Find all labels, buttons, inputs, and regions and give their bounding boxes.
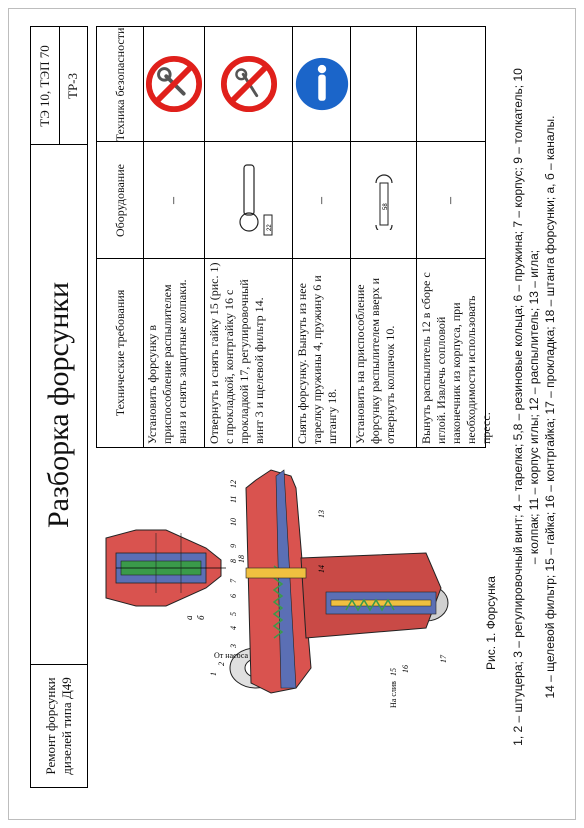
wrench-22-icon: 22	[238, 164, 273, 236]
label-a: а	[184, 615, 194, 620]
table-row: Установить на приспособление форсунку ра…	[351, 27, 417, 447]
page-title: Разборка форсунки	[31, 144, 87, 665]
equipment-cell: –	[165, 197, 181, 204]
injector-drawing: а б От насоса На слив 1	[105, 469, 449, 708]
table-row: Установить форсунку в приспособление рас…	[143, 27, 205, 447]
repair-type: ТР-3	[65, 73, 80, 99]
legend-line-1: 1, 2 – штуцера; 3 – регулировочный винт;…	[511, 68, 525, 746]
safety-cell	[205, 27, 292, 142]
requirement-text: Снять форсунку. Вынуть из нее тарелку пр…	[295, 275, 339, 444]
label-drain: На слив	[389, 681, 398, 708]
num-9: 9	[229, 544, 238, 548]
attention-icon	[295, 58, 348, 111]
injector-body	[229, 469, 449, 694]
num-5: 5	[229, 612, 238, 616]
num-18: 18	[237, 555, 246, 563]
model-cell: ТЭ 10, ТЭП 70 ТР-3	[31, 27, 87, 145]
equipment-cell: 58	[351, 142, 416, 259]
nozzle-detail: а б	[105, 529, 226, 620]
num-17: 17	[439, 654, 448, 663]
safety-cell	[143, 27, 204, 142]
num-1: 1	[209, 672, 218, 676]
table-row: Снять форсунку. Вынуть из нее тарелку пр…	[293, 27, 351, 447]
safety-cell	[417, 27, 485, 142]
subject-line2: дизелей типа Д49	[59, 677, 74, 775]
requirement-text: Установить форсунку в приспособление рас…	[145, 279, 189, 445]
equipment-cell: –	[313, 197, 329, 204]
part-numbers: 1 2 3 4 5 6 7 8 9 10 11 12 13 14 15 16 1…	[209, 480, 448, 676]
subject-cell: Ремонт форсунки дизелей типа Д49	[31, 664, 87, 787]
header-safety: Техника безопасности	[113, 27, 127, 142]
num-14: 14	[317, 565, 326, 573]
no-wrench-icon	[145, 56, 202, 113]
label-b: б	[196, 615, 206, 620]
figure-caption: Рис. 1. Форсунка	[484, 576, 498, 671]
equipment-cell: 22	[205, 142, 292, 259]
safety-cell	[293, 27, 350, 142]
legend-line-3: 14 – щелевой фильтр; 15 – гайка; 16 – ко…	[543, 115, 557, 699]
wrench-size-label: 58	[383, 203, 389, 210]
wrench-58-icon: 58	[374, 174, 393, 231]
header-equipment: Оборудование	[113, 164, 127, 237]
num-13: 13	[317, 510, 326, 518]
num-6: 6	[229, 594, 238, 598]
legend-line-2: – колпак; 11 – корпус иглы; 12 – распыли…	[527, 249, 541, 565]
subject-line1: Ремонт форсунки	[43, 677, 58, 775]
num-7: 7	[229, 578, 238, 583]
num-10: 10	[229, 518, 238, 526]
table-header-row: Технические требования Оборудование Техн…	[97, 27, 144, 447]
table-row: Отвернуть и снять гайку 15 (рис. 1) с пр…	[205, 27, 293, 447]
header-requirements: Технические требования	[113, 289, 127, 417]
num-11: 11	[229, 496, 238, 503]
no-wrench-icon	[220, 56, 277, 113]
requirement-text: Установить на приспособление форсунку ра…	[353, 277, 397, 444]
locomotive-models: ТЭ 10, ТЭП 70	[31, 27, 60, 145]
wrench-size-label: 22	[267, 224, 273, 231]
parts-legend: 1, 2 – штуцера; 3 – регулировочный винт;…	[510, 26, 558, 788]
num-15: 15	[389, 668, 398, 676]
table-row: Вынуть распылитель 12 в сборе с иглой. И…	[417, 27, 493, 447]
requirement-text: Вынуть распылитель 12 в сборе с иглой. И…	[419, 272, 493, 444]
num-12: 12	[229, 480, 238, 488]
safety-cell	[351, 27, 416, 142]
requirement-text: Отвернуть и снять гайку 15 (рис. 1) с пр…	[207, 262, 266, 444]
num-2: 2	[217, 662, 226, 666]
injector-figure: а б От насоса На слив 1	[96, 458, 486, 788]
equipment-cell: –	[443, 197, 458, 204]
steps-table: Технические требования Оборудование Техн…	[96, 26, 493, 448]
title-block: Ремонт форсунки дизелей типа Д49 Разборк…	[30, 26, 88, 788]
label-from-pump: От насоса	[214, 651, 249, 660]
num-8: 8	[229, 559, 238, 563]
num-3: 3	[229, 644, 238, 649]
num-4: 4	[229, 626, 238, 630]
num-16: 16	[401, 665, 410, 673]
